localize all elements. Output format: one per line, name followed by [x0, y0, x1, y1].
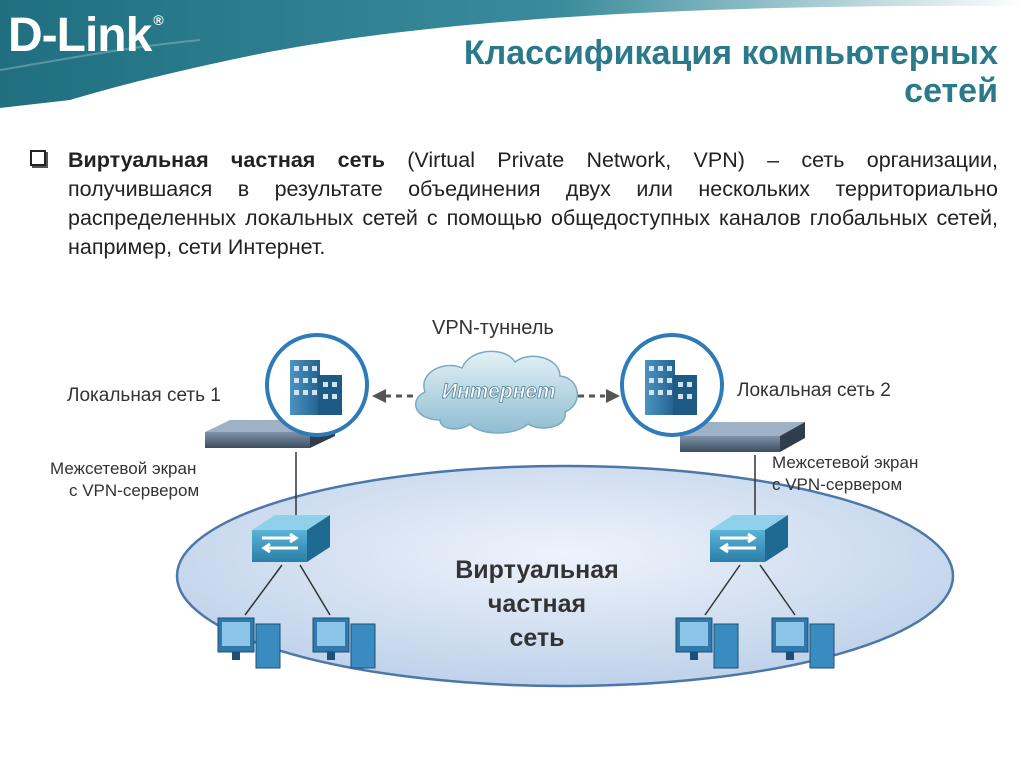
- computer-icon: [312, 617, 376, 669]
- header-band: [0, 0, 1024, 108]
- page-title: Классификация компьютерных сетей: [278, 34, 998, 110]
- vpn-diagram: VPN-туннель Интернет Локальная сеть 1 Ло…: [50, 317, 955, 688]
- checkbox-bullet-icon: [30, 150, 46, 166]
- vpn-center-label-line2: частная: [488, 590, 586, 618]
- definition-bullet: Виртуальная частная сеть (Virtual Privat…: [30, 146, 998, 262]
- computer-icon: [771, 617, 835, 669]
- computer-icon: [675, 617, 739, 669]
- vpn-tunnel-right: [578, 389, 620, 403]
- title-line-1: Классификация компьютерных: [463, 34, 998, 72]
- vpn-tunnel-left: [372, 389, 415, 403]
- vpn-center-label-line3: сеть: [509, 624, 564, 652]
- title-line-2: сетей: [904, 72, 998, 110]
- switch-icon: [710, 515, 788, 562]
- firewall2-label-line2: с VPN-сервером: [772, 475, 902, 494]
- definition-term: Виртуальная частная сеть: [68, 148, 385, 172]
- switch-icon: [252, 515, 330, 562]
- cloud-icon: [415, 350, 579, 434]
- computer-icon: [217, 617, 281, 669]
- firewall2-label-line1: Межсетевой экран: [772, 453, 918, 472]
- building-icon: [265, 333, 369, 437]
- definition-text: Виртуальная частная сеть (Virtual Privat…: [68, 146, 998, 262]
- vpn-tunnel-label: VPN-туннель: [432, 317, 554, 339]
- vpn-center-label-line1: Виртуальная: [455, 556, 619, 584]
- firewall-icon: [680, 422, 805, 452]
- building-icon: [620, 333, 724, 437]
- registered-mark: ®: [153, 12, 163, 28]
- firewall1-label-line2: с VPN-сервером: [69, 481, 199, 500]
- definition-body: (Virtual Private Network, VPN) – сеть ор…: [68, 148, 998, 259]
- logo-text: D-Link: [8, 9, 152, 62]
- internet-label: Интернет: [442, 380, 556, 403]
- lan1-label: Локальная сеть 1: [67, 385, 221, 406]
- lan2-label: Локальная сеть 2: [737, 380, 891, 401]
- firewall1-label-line1: Межсетевой экран: [50, 459, 196, 478]
- dlink-logo: D-Link®: [8, 8, 164, 63]
